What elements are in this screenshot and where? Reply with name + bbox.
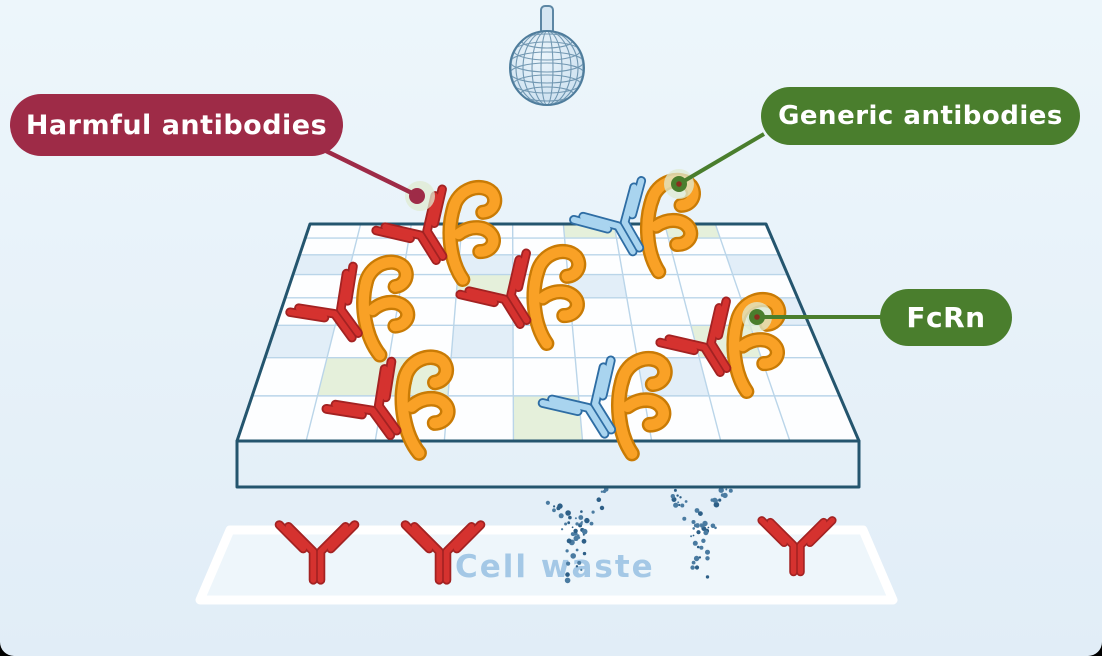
harmful-antibodies-label: Harmful antibodies xyxy=(10,94,343,156)
callout-connectors xyxy=(321,132,881,332)
microbead-stem xyxy=(540,5,554,35)
cell-waste-label: Cell waste xyxy=(455,549,655,585)
platform-front-face xyxy=(235,439,861,489)
fcrn-callout-dot-core xyxy=(754,314,760,320)
cell-waste-area: Cell waste xyxy=(195,487,898,605)
fcrn-label-text: FcRn xyxy=(906,301,986,334)
generic-callout-line xyxy=(677,132,766,186)
waste-antibody-dissolving-2 xyxy=(670,487,733,579)
generic-antibodies-label-text: Generic antibodies xyxy=(778,101,1063,131)
cell-waste-panel xyxy=(195,525,898,605)
generic-callout-dot-core xyxy=(676,181,682,187)
fcrn-label: FcRn xyxy=(880,289,1012,346)
harmful-antibodies-label-text: Harmful antibodies xyxy=(25,109,328,141)
waste-antibody-dissolving-1 xyxy=(545,487,609,584)
harmful-callout-line xyxy=(321,146,415,197)
harmful-callout-tip xyxy=(409,188,425,204)
generic-antibodies-label: Generic antibodies xyxy=(761,87,1080,145)
microbead xyxy=(509,5,585,106)
